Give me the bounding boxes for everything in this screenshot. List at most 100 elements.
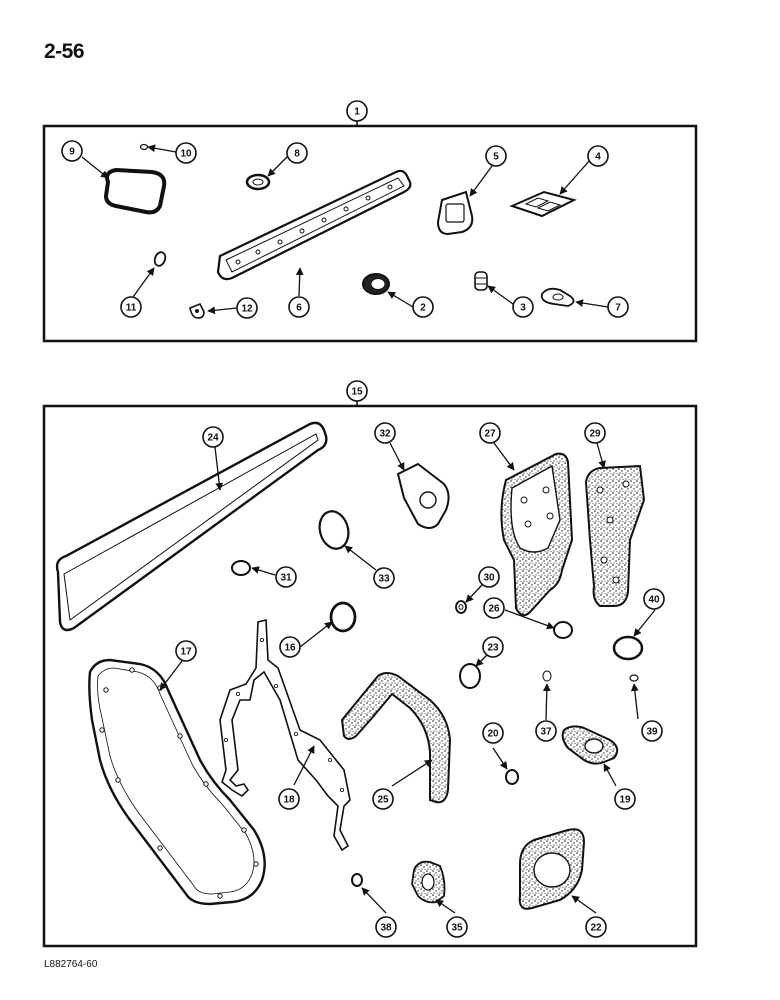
callout-27: 27 (479, 422, 501, 444)
callout-35: 35 (446, 916, 468, 938)
part-31-oring (231, 560, 251, 576)
svg-text:33: 33 (378, 574, 390, 585)
callout-8: 8 (286, 142, 308, 164)
callout-25: 25 (372, 788, 394, 810)
part-10-oring (139, 143, 149, 151)
callouts: 1 15 9 10 8 5 4 11 12 6 2 3 7 24 32 27 2… (61, 100, 665, 938)
callout-6: 6 (288, 296, 310, 318)
part-29-gasket (584, 464, 646, 607)
part-9-seal (103, 167, 167, 215)
part-3-grommet (474, 271, 488, 291)
figure-code: L882764-60 (44, 959, 98, 970)
kit-1-frame (42, 124, 698, 343)
callout-leaders (81, 144, 656, 914)
callout-9: 9 (61, 140, 83, 162)
callout-10: 10 (175, 142, 197, 164)
callout-32: 32 (374, 422, 396, 444)
part-25-gasket (340, 672, 452, 804)
svg-text:31: 31 (280, 573, 292, 584)
part-35-gasket (411, 860, 446, 904)
svg-text:12: 12 (241, 304, 253, 315)
svg-text:35: 35 (451, 923, 463, 934)
kit-15-frame (42, 404, 698, 948)
callout-16: 16 (279, 636, 301, 658)
part-32-gasket (396, 462, 450, 529)
svg-text:32: 32 (379, 429, 391, 440)
callout-11: 11 (120, 296, 142, 318)
part-17-gasket (88, 658, 266, 906)
callout-37: 37 (535, 720, 557, 742)
callout-7: 7 (607, 296, 629, 318)
part-40-oring (612, 635, 644, 661)
svg-text:11: 11 (126, 303, 137, 314)
part-20-oring (505, 769, 519, 785)
svg-text:29: 29 (589, 429, 601, 440)
callout-4: 4 (587, 145, 609, 167)
svg-text:26: 26 (488, 604, 500, 615)
callout-40: 40 (643, 588, 665, 610)
callout-5: 5 (485, 145, 507, 167)
part-18-gasket (219, 618, 351, 852)
kit-1-panel (42, 121, 698, 343)
callout-30: 30 (478, 566, 500, 588)
callout-31: 31 (275, 566, 297, 588)
callout-23: 23 (482, 636, 504, 658)
svg-text:23: 23 (487, 643, 499, 654)
svg-text:30: 30 (483, 573, 495, 584)
svg-text:15: 15 (351, 387, 363, 398)
svg-text:10: 10 (180, 149, 192, 160)
part-19-gasket (561, 725, 619, 765)
svg-text:27: 27 (484, 429, 496, 440)
svg-text:5: 5 (493, 152, 499, 163)
callout-29: 29 (584, 422, 606, 444)
svg-text:18: 18 (283, 795, 295, 806)
part-37-oring (542, 670, 552, 682)
callout-15: 15 (346, 380, 368, 402)
part-33-oring (318, 510, 350, 550)
svg-text:1: 1 (354, 107, 360, 118)
svg-text:38: 38 (380, 923, 392, 934)
part-7-gasket (540, 287, 575, 307)
part-26-oring (553, 621, 573, 639)
callout-12: 12 (236, 297, 258, 319)
svg-text:20: 20 (487, 729, 499, 740)
callout-17: 17 (175, 640, 197, 662)
callout-38: 38 (375, 916, 397, 938)
svg-text:37: 37 (540, 727, 552, 738)
part-39-oring (629, 674, 639, 682)
callout-33: 33 (373, 567, 395, 589)
part-6-gasket (216, 169, 412, 281)
kit-15-panel (42, 401, 698, 948)
svg-text:4: 4 (595, 152, 601, 163)
part-5-gasket (436, 190, 474, 236)
callout-26: 26 (483, 597, 505, 619)
part-4-gasket (509, 190, 577, 218)
callout-24: 24 (202, 426, 224, 448)
svg-text:8: 8 (294, 149, 300, 160)
part-8-seal (245, 173, 271, 191)
callout-39: 39 (641, 720, 663, 742)
svg-text:2: 2 (420, 303, 426, 314)
part-23-oring (459, 663, 481, 689)
part-30-washer (455, 600, 467, 614)
svg-text:39: 39 (646, 727, 658, 738)
part-27-gasket (500, 452, 574, 617)
svg-text:25: 25 (377, 795, 389, 806)
callout-1: 1 (346, 100, 368, 122)
page-number: 2-56 (44, 40, 85, 63)
part-12-clip (189, 302, 205, 319)
svg-text:9: 9 (69, 147, 75, 158)
svg-text:7: 7 (615, 303, 621, 314)
svg-text:40: 40 (648, 595, 660, 606)
callout-3: 3 (512, 296, 534, 318)
callout-2: 2 (412, 296, 434, 318)
part-24-gasket (55, 421, 328, 632)
callout-22: 22 (585, 916, 607, 938)
callout-19: 19 (614, 788, 636, 810)
part-11-oring (153, 251, 167, 267)
part-22-gasket (518, 828, 586, 910)
svg-text:3: 3 (520, 303, 526, 314)
callout-18: 18 (278, 788, 300, 810)
callout-20: 20 (482, 722, 504, 744)
